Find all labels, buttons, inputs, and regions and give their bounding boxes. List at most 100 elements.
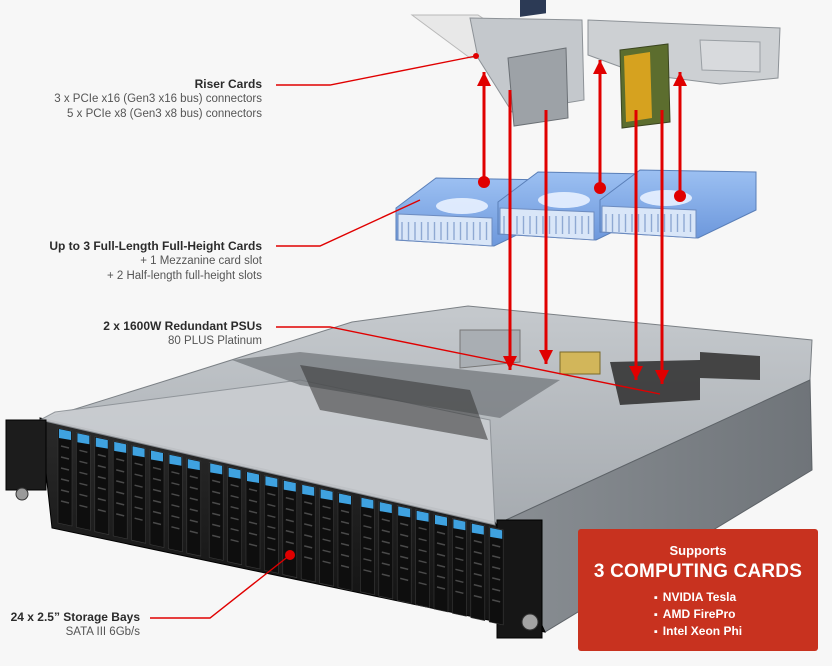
drive-tray xyxy=(149,449,165,548)
drive-vent xyxy=(189,530,198,534)
drive-vent xyxy=(418,548,427,553)
drive-latch xyxy=(283,480,296,492)
drive-vent xyxy=(418,559,427,564)
drive-vent xyxy=(230,516,239,521)
drive-latch xyxy=(490,527,503,539)
drive-vent xyxy=(248,543,258,547)
drive-vent xyxy=(134,517,143,521)
drive-vent xyxy=(285,518,294,523)
drive-vent xyxy=(473,572,482,577)
drive-latch xyxy=(435,515,447,526)
gpu-heatsink xyxy=(601,205,697,239)
drive-vent xyxy=(285,540,294,545)
arrow-head xyxy=(655,370,669,384)
drive-latch xyxy=(453,519,466,531)
drive-vent xyxy=(212,534,221,539)
drive-latch xyxy=(379,502,392,514)
drive-vent xyxy=(436,542,446,546)
drive-vent xyxy=(363,547,372,551)
drive-vent xyxy=(340,564,350,569)
drive-vent xyxy=(473,550,482,555)
drive-tray xyxy=(337,492,353,591)
drive-vent xyxy=(212,512,221,517)
drive-vent xyxy=(212,479,221,484)
drive-vent xyxy=(134,484,143,488)
drive-vent xyxy=(363,514,372,518)
riser-cards-title: Riser Cards xyxy=(194,77,262,91)
arrow-head xyxy=(629,366,643,380)
drive-vent xyxy=(60,456,70,460)
callout-headline: 3 COMPUTING CARDS xyxy=(593,561,803,582)
drive-vent xyxy=(189,475,198,479)
drive-vent xyxy=(97,497,106,502)
drive-vent xyxy=(322,505,331,509)
arrow-head xyxy=(477,72,491,86)
arrow-dot xyxy=(674,190,686,202)
drive-vent xyxy=(171,482,180,486)
drive-vent xyxy=(230,538,239,543)
drive-vent xyxy=(492,555,501,559)
drive-vent xyxy=(455,579,464,584)
drive-vent xyxy=(322,538,331,542)
drive-vent xyxy=(322,516,331,520)
riser-leader-dot xyxy=(473,53,479,59)
drive-vent xyxy=(304,534,313,538)
drive-tray xyxy=(186,457,202,557)
drive-vent xyxy=(436,564,446,568)
drive-tray xyxy=(168,453,183,553)
arrow-head xyxy=(539,350,553,364)
drive-vent xyxy=(436,575,446,579)
callout-item-amd: AMD FirePro xyxy=(654,606,742,623)
drive-bay xyxy=(319,487,334,587)
drive-bay xyxy=(168,453,183,553)
drive-vent xyxy=(473,583,482,588)
drive-vent xyxy=(492,599,501,603)
drive-tray xyxy=(452,517,467,617)
drive-tray xyxy=(131,444,146,544)
drive-vent xyxy=(60,445,70,449)
psu-label: 2 x 1600W Redundant PSUs 80 PLUS Platinu… xyxy=(103,319,262,349)
drive-tray xyxy=(415,509,430,609)
drive-vent xyxy=(455,590,464,595)
arrow-up-card-3 xyxy=(673,72,687,196)
drive-vent xyxy=(381,573,390,577)
drive-vent xyxy=(79,493,88,498)
drive-vent xyxy=(363,558,372,562)
drive-latch xyxy=(151,450,163,462)
drive-vent xyxy=(492,544,501,548)
drive-vent xyxy=(473,561,482,566)
drive-vent xyxy=(492,566,501,570)
drive-vent xyxy=(400,566,409,571)
drive-vent xyxy=(400,522,409,527)
drive-vent xyxy=(116,480,125,484)
drive-vent xyxy=(267,525,276,530)
drive-vent xyxy=(304,545,313,549)
drive-vent xyxy=(455,557,464,562)
arrow-up-card-2 xyxy=(593,60,607,188)
full-length-cards-line-2: + 2 Half-length full-height slots xyxy=(106,270,262,282)
drive-latch xyxy=(471,523,484,535)
drive-latch xyxy=(416,510,429,522)
drive-bay xyxy=(337,492,353,591)
drive-vent xyxy=(79,504,88,509)
riser-cards xyxy=(410,0,781,129)
drive-vent xyxy=(381,540,390,544)
storage-leader-dot xyxy=(285,550,295,560)
leader-lines xyxy=(150,55,661,619)
drive-vent xyxy=(400,533,409,538)
drive-vent xyxy=(230,494,239,499)
drive-vent xyxy=(116,458,125,462)
drive-vent xyxy=(60,500,70,504)
drive-bay xyxy=(76,431,91,531)
drive-vent xyxy=(436,586,446,590)
drive-vent xyxy=(285,529,294,534)
drive-vent xyxy=(455,535,464,540)
arrow-dot xyxy=(478,176,490,188)
drive-latch xyxy=(187,459,200,471)
drive-latch xyxy=(320,489,333,501)
drive-vent xyxy=(267,536,276,541)
drive-vent xyxy=(116,491,125,495)
drive-vent xyxy=(189,508,198,512)
drive-vent xyxy=(79,449,88,454)
